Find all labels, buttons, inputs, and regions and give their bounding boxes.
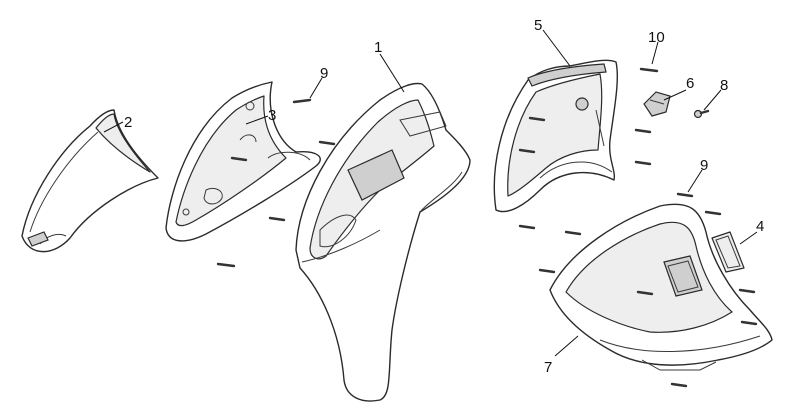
leader-lines — [103, 29, 758, 357]
part-8-screw — [693, 109, 710, 119]
callout-9-right: 9 — [700, 157, 708, 174]
callout-3: 3 — [268, 107, 276, 124]
part-10-clip — [639, 67, 659, 73]
callout-10: 10 — [648, 29, 665, 46]
part-4-insert — [711, 231, 745, 273]
callout-4: 4 — [756, 218, 764, 235]
part-1-front-shield — [295, 82, 471, 402]
part-3-inner-front-cover — [165, 81, 321, 242]
part-6-fastener — [643, 91, 671, 117]
callout-numbers: 1 2 3 4 5 6 7 8 9 9 10 — [124, 17, 764, 376]
callout-6: 6 — [686, 75, 694, 92]
callout-9-top: 9 — [320, 65, 328, 82]
callout-8: 8 — [720, 77, 728, 94]
callout-2: 2 — [124, 114, 132, 131]
callout-1: 1 — [374, 39, 382, 56]
part-2-front-nose-cover — [21, 109, 159, 253]
callout-5: 5 — [534, 17, 542, 34]
part-7-lower-cover — [549, 203, 773, 371]
part-5-inner-panel — [493, 59, 619, 213]
callout-7: 7 — [544, 359, 552, 376]
screws — [216, 98, 758, 388]
